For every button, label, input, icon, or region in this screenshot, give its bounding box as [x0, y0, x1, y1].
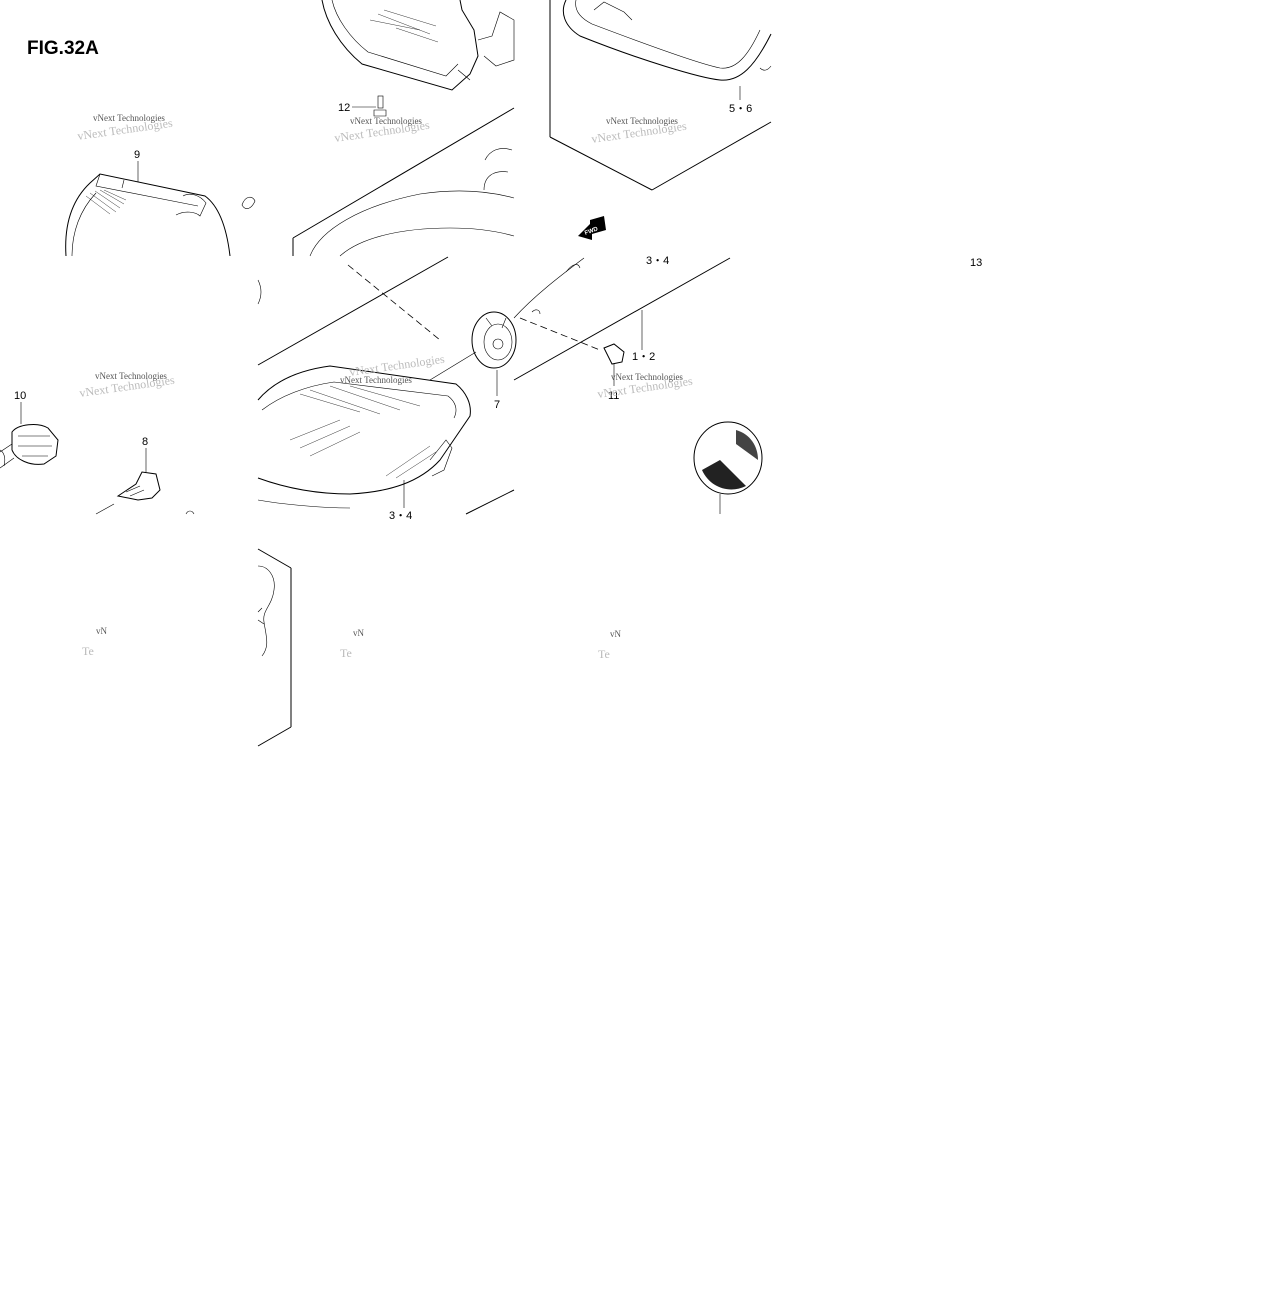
watermark-text: vNext Technologies	[93, 113, 165, 123]
dashed-guide-line	[347, 264, 441, 341]
fwd-label: FWD	[584, 226, 600, 237]
part-11-screw	[603, 343, 625, 386]
callout-12: 12	[338, 102, 350, 114]
watermark-fragment: vN	[96, 626, 108, 636]
watermark-text: vNext Technologies	[340, 375, 412, 385]
callout-3-4-top: 3・4	[646, 255, 669, 267]
watermark-fragment-faint: Te	[598, 647, 610, 661]
watermark-fragment: vN	[353, 628, 365, 638]
callout-9: 9	[134, 149, 140, 161]
part-7-socket-cap	[429, 311, 517, 381]
tile-middle-left: 10 8 vNext Technologies vNext Technologi…	[0, 371, 195, 515]
part-8-bulb	[95, 448, 195, 515]
part-headlight-upper	[321, 0, 515, 91]
watermark-text: vNext Technologies	[350, 116, 422, 126]
panel-edge-right	[513, 257, 731, 381]
callout-1-2: 1・2	[632, 351, 655, 363]
tile-top-right: 5・6 FWD vNext Technologies vNext Technol…	[549, 0, 772, 240]
tile-middle-right: 3・4 1・2 11 vNext Technologies vNext Tech…	[513, 255, 763, 514]
part-5-6-cover	[549, 0, 772, 191]
watermark-fragment: vN	[610, 629, 622, 639]
housing-edge	[513, 257, 585, 319]
tile-bottom-row: vN vN vN Te Te Te	[82, 548, 622, 747]
tile-top-left: 9 vNext Technologies vNext Technologies	[65, 113, 262, 305]
part-13-reflector	[693, 421, 763, 514]
part-9-lamp-unit	[65, 173, 262, 305]
part-3-4-headlight	[257, 365, 471, 509]
part-housing-plate	[292, 107, 515, 257]
part-12-bolt	[352, 95, 387, 117]
panel-edge	[257, 256, 449, 366]
part-10-bulb-socket	[0, 402, 59, 469]
callout-11: 11	[608, 390, 619, 402]
figure-title: FIG.32A	[27, 38, 99, 59]
watermark-text: vNext Technologies	[606, 116, 678, 126]
callout-10: 10	[14, 390, 26, 402]
callout-8: 8	[142, 436, 148, 448]
callout-7: 7	[494, 399, 500, 411]
callout-13: 13	[970, 257, 982, 269]
callout-3-4-bottom: 3・4	[389, 510, 412, 522]
fwd-arrow-marker: FWD	[578, 216, 606, 240]
dashed-guide-line-right	[519, 317, 601, 351]
watermark-fragment-faint: Te	[82, 644, 94, 658]
watermark-text: vNext Technologies	[611, 372, 683, 382]
tile-center: 3・4 7 vNext Technologies vNext Technolog…	[257, 256, 517, 522]
callout-5-6: 5・6	[729, 103, 752, 115]
tile-top-middle: 12 vNext Technologies vNext Technologies	[292, 0, 515, 257]
watermark-text: vNext Technologies	[95, 371, 167, 381]
watermark-fragment-faint: Te	[340, 646, 352, 660]
